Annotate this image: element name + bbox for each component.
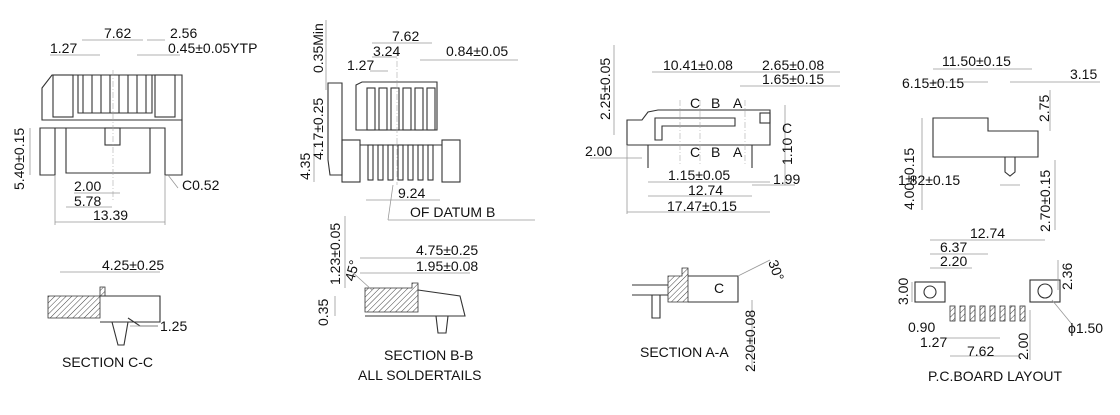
dim-label: 3.24 [373,43,400,59]
dim-label: 12.74 [970,225,1005,241]
dim-label: 1.25 [160,318,187,334]
section-mark: B [711,95,720,111]
front-view-cc: 7.62 2.56 1.27 0.45±0.05YTP 5.40±0.15 2.… [11,25,257,225]
dim-label: 1.65±0.15 [762,71,824,87]
dim-label: 1.10 [779,138,795,165]
dim-label: 6.15±0.15 [902,75,964,91]
section-caption: P.C.BOARD LAYOUT [928,368,1063,384]
dim-label: 1.23±0.05 [327,223,343,285]
dim-label: 1.95±0.08 [416,258,478,274]
dim-label: 7.62 [967,343,994,359]
section-label: C [714,280,724,296]
pad-row [949,305,1026,322]
top-view-aa: 2.25±0.05 10.41±0.08 2.65±0.08 1.65±0.15… [585,45,840,214]
dim-label: 4.17±0.25 [310,98,326,160]
section-mark: C [690,95,700,111]
dim-label: 2.25±0.05 [597,58,613,120]
dim-label: 5.40±0.15 [11,128,27,190]
dim-label: 4.00±0.15 [901,148,917,210]
dim-label: 2.75 [1036,95,1052,122]
section-mark: C [690,144,700,160]
dim-label: 0.35 [315,299,331,326]
dim-label: 17.47±0.15 [667,198,737,214]
dim-label: ϕ1.50 [1068,320,1103,336]
dim-label: 0.45±0.05YTP [168,40,257,56]
dim-label: 4.75±0.25 [416,242,478,258]
dim-label: 2.00 [1015,333,1031,360]
pcb-layout: 12.74 6.37 2.20 3.00 2.36 0.90 1.27 7.62… [895,225,1103,384]
dim-label: 7.62 [104,25,131,41]
dim-label: 0.84±0.05 [446,43,508,59]
section-mark: A [733,95,743,111]
dim-label: 2.65±0.08 [762,57,824,73]
section-cc: 4.25±0.25 1.25 SECTION C-C [47,257,187,370]
side-view: 11.50±0.15 6.15±0.15 3.15 2.75 4.00±0.15… [898,53,1100,232]
dim-label: 30° [765,258,787,283]
section-mark: C [782,120,792,136]
dim-label: 1.27 [50,40,77,56]
dim-label: 2.00 [585,143,612,159]
front-view-bb: 0.35Min 7.62 3.24 1.27 0.84±0.05 4.17±0.… [297,20,535,221]
section-caption: SECTION B-B [384,347,473,363]
section-aa: C 30° 2.20±0.08 SECTION A-A [632,258,787,372]
dim-label: 1.27 [920,334,947,350]
dim-label: 11.50±0.15 [942,53,1011,69]
dim-label: 10.41±0.08 [663,57,733,73]
dim-label: 4.35 [297,153,313,180]
dim-label: OF DATUM B [410,204,495,220]
dim-label: 0.35Min [310,23,326,73]
dim-label: 3.00 [895,278,911,305]
dim-label: 5.78 [74,193,101,209]
dim-label: 1.99 [773,171,800,187]
dim-label: 1.82±0.15 [898,172,960,188]
dim-label: 2.20 [940,253,967,269]
dim-label: 2.00 [74,178,101,194]
section-caption: SECTION C-C [62,354,153,370]
dim-label: 3.15 [1070,66,1097,82]
dim-label: 9.24 [398,185,425,201]
section-caption: SECTION A-A [640,344,729,360]
section-mark: A [733,144,743,160]
dim-label: 45° [341,258,362,283]
dim-label: C0.52 [182,177,220,193]
section-mark: B [711,144,720,160]
dim-label: 12.74 [688,182,723,198]
section-caption: ALL SOLDERTAILS [358,367,481,383]
dim-label: 2.56 [170,25,197,41]
dim-label: 7.62 [392,28,419,44]
dim-label: 4.25±0.25 [102,257,164,273]
dim-label: 6.37 [940,239,967,255]
dim-label: 2.20±0.08 [742,310,758,372]
dim-label: 1.15±0.05 [668,167,730,183]
dim-label: 2.36 [1059,263,1075,290]
dim-label: 13.39 [93,207,128,223]
section-bb: 1.23±0.05 45° 4.75±0.25 1.95±0.08 0.35 S… [315,216,481,383]
dim-label: 2.70±0.15 [1037,170,1053,232]
dim-label: 1.27 [347,57,374,73]
dim-label: 0.90 [908,319,935,335]
